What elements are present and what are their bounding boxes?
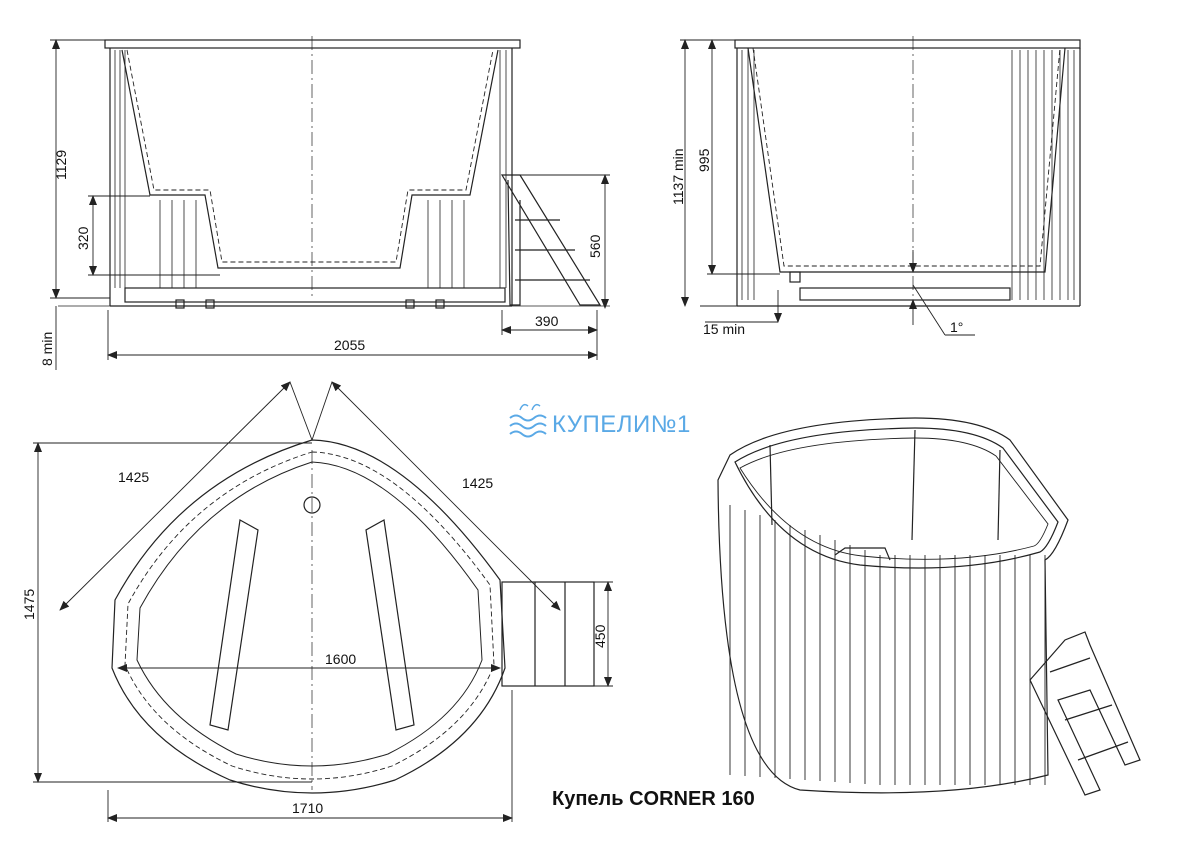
drawing-title: Купель CORNER 160 <box>552 788 755 810</box>
top-dimensions <box>33 381 613 822</box>
persp-ladder <box>1029 631 1141 796</box>
top-seat-right <box>365 519 415 731</box>
front-foot <box>175 299 185 309</box>
side-shell <box>747 47 1066 273</box>
dim-top-depth: 1475 <box>21 589 37 620</box>
top-view <box>111 439 595 794</box>
dim-step-width: 450 <box>592 624 608 648</box>
dim-step-depth: 390 <box>535 313 559 329</box>
front-rim <box>104 39 521 49</box>
dim-height-total: 1129 <box>53 150 69 180</box>
dim-seat-height: 320 <box>75 226 91 250</box>
waves-icon <box>509 403 547 438</box>
dim-width: 2055 <box>334 337 365 353</box>
logo-text: КУПЕЛИ№1 <box>552 411 691 438</box>
front-foot <box>435 299 445 309</box>
side-dimensions <box>680 39 975 336</box>
perspective-view <box>717 417 1141 796</box>
front-foot <box>405 299 415 309</box>
dim-depth: 995 <box>696 148 712 172</box>
dim-side-right: 1425 <box>462 475 493 491</box>
side-rim <box>734 39 1081 49</box>
front-view <box>58 36 610 309</box>
dim-side-left: 1425 <box>118 469 149 485</box>
top-drain <box>303 496 321 514</box>
dim-clearance: 15 min <box>703 321 745 337</box>
side-view <box>734 36 1081 307</box>
top-seat-left <box>209 519 259 731</box>
top-outline <box>111 439 506 794</box>
dim-inner: 1600 <box>325 651 356 667</box>
persp-outer <box>717 417 1069 794</box>
brand-logo: КУПЕЛИ№1 <box>509 403 691 438</box>
dim-height-min: 1137 min <box>670 148 686 205</box>
front-dimensions <box>50 39 610 370</box>
dim-gap: 8 min <box>39 332 55 366</box>
dim-top-width: 1710 <box>292 800 323 816</box>
dim-step-height: 560 <box>587 234 603 258</box>
front-shell <box>121 49 499 269</box>
front-foot <box>205 299 215 309</box>
dim-slope: 1° <box>950 319 963 335</box>
